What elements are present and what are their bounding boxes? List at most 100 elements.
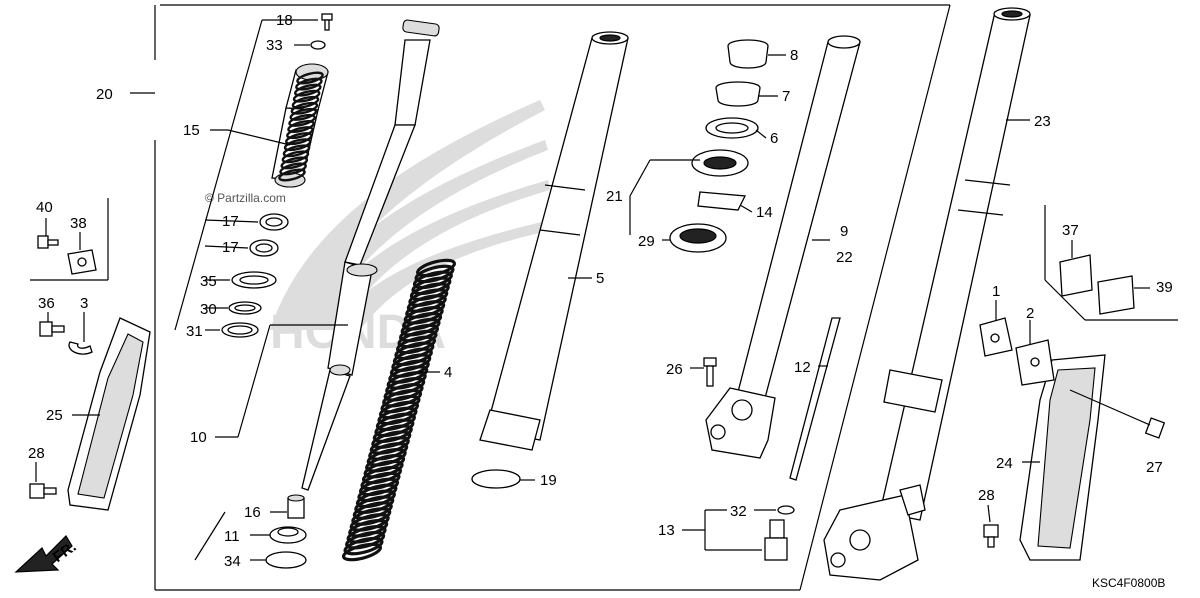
part-clamp-37[interactable] (1059, 254, 1093, 297)
part-clamp-38[interactable] (67, 249, 97, 275)
part-bolt-28b[interactable] (983, 524, 999, 548)
part-ring-30[interactable] (228, 301, 262, 315)
callout-25: 25 (46, 407, 63, 424)
bracket-frame-left (30, 198, 109, 281)
diagram-code: KSC4F0800B (1092, 576, 1165, 590)
callout-40: 40 (36, 199, 53, 216)
part-inner-tube-10[interactable] (301, 19, 440, 491)
part-clamp-39[interactable] (1097, 275, 1135, 315)
part-valve-13[interactable] (764, 519, 788, 561)
watermark-text: © Partzilla.com (205, 191, 286, 205)
part-fork-guard-25[interactable] (67, 317, 151, 511)
callout-19: 19 (540, 472, 557, 489)
part-circlip-19[interactable] (471, 469, 521, 489)
coil-turn (278, 168, 306, 182)
callout-1: 1 (992, 283, 1000, 300)
callout-38: 38 (70, 215, 87, 232)
callout-26: 26 (666, 361, 683, 378)
callout-33: 33 (266, 37, 283, 54)
callout-30: 30 (200, 301, 217, 318)
part-clip-3[interactable] (68, 341, 93, 355)
callout-29: 29 (638, 233, 655, 250)
coil-turn (292, 89, 321, 103)
callout-3: 3 (80, 295, 88, 312)
callout-24: 24 (996, 455, 1013, 472)
callout-4: 4 (444, 364, 452, 381)
coil-turn (284, 132, 313, 146)
callout-labels: 18 33 20 15 17 17 35 30 31 10 16 11 34 4… (28, 12, 1173, 570)
callout-27: 27 (1146, 459, 1163, 476)
part-rod-12[interactable] (789, 317, 841, 481)
part-nut-16[interactable] (287, 494, 305, 519)
part-oring-32[interactable] (777, 505, 795, 515)
callout-21: 21 (606, 188, 623, 205)
callout-2: 2 (1026, 305, 1034, 322)
leader-lines (35, 19, 1151, 561)
part-seal-11[interactable] (269, 526, 307, 544)
assembly-frame (130, 4, 951, 591)
part-oil-seal-21[interactable] (691, 149, 749, 177)
callout-13: 13 (658, 522, 675, 539)
coil-turn (291, 95, 320, 109)
callout-6: 6 (770, 130, 778, 147)
callout-7: 7 (782, 88, 790, 105)
part-bolt-27[interactable] (1144, 417, 1166, 439)
callout-28a: 28 (28, 445, 45, 462)
part-bolt-40[interactable] (37, 235, 59, 249)
part-dust-seal-29[interactable] (669, 223, 727, 253)
front-direction-arrow: FR. (14, 535, 79, 573)
callout-18: 18 (276, 12, 293, 29)
coil-turn (293, 83, 322, 97)
coil-turn (279, 162, 307, 176)
part-ring-31[interactable] (221, 322, 259, 338)
callout-36: 36 (38, 295, 55, 312)
callout-11: 11 (224, 528, 240, 545)
callout-37: 37 (1062, 222, 1079, 239)
part-slider-9-22[interactable] (705, 35, 861, 459)
callout-17b: 17 (222, 239, 239, 256)
callout-17a: 17 (222, 213, 239, 230)
part-bolt-28a[interactable] (29, 483, 57, 499)
coil-turn (282, 144, 311, 158)
callout-9: 9 (840, 223, 848, 240)
coil-turn (287, 120, 315, 133)
coil-turn (290, 101, 319, 115)
coil-turn (280, 156, 309, 170)
callout-16: 16 (244, 504, 261, 521)
callout-28b: 28 (978, 487, 995, 504)
part-oring-33[interactable] (310, 40, 326, 50)
callout-15: 15 (183, 122, 200, 139)
coil-turn (281, 150, 310, 164)
callout-39: 39 (1156, 279, 1173, 296)
part-fork-guard-24[interactable] (1019, 354, 1106, 561)
part-washer-6[interactable] (705, 117, 759, 139)
part-spring-4[interactable] (341, 257, 457, 563)
part-bushing-17a[interactable] (259, 213, 289, 231)
callout-35: 35 (200, 273, 217, 290)
part-outer-tube-5[interactable] (479, 31, 629, 451)
callout-32: 32 (730, 503, 747, 520)
callout-23: 23 (1034, 113, 1051, 130)
part-stopper-ring-8[interactable] (727, 39, 769, 69)
coil-turn (295, 77, 323, 91)
part-bushing-17b[interactable] (249, 239, 279, 257)
part-seal-35[interactable] (231, 271, 277, 289)
part-fork-leg-23[interactable] (823, 7, 1031, 581)
part-bolt-36[interactable] (39, 321, 65, 337)
callout-20: 20 (96, 86, 113, 103)
part-bolt-18[interactable] (321, 13, 333, 31)
callout-8: 8 (790, 47, 798, 64)
part-clamp-1[interactable] (979, 317, 1013, 357)
coil-turn (296, 71, 324, 85)
part-ring-34[interactable] (265, 551, 307, 569)
coil-turn (343, 536, 384, 556)
part-bolt-26[interactable] (703, 357, 717, 387)
coil-turn (341, 542, 383, 562)
callout-22: 22 (836, 249, 853, 266)
part-clamp-2[interactable] (1015, 339, 1055, 386)
part-stopper-ring-7[interactable] (715, 81, 761, 107)
part-clip-14[interactable] (697, 191, 747, 211)
bracket-frame-right (1044, 205, 1178, 321)
